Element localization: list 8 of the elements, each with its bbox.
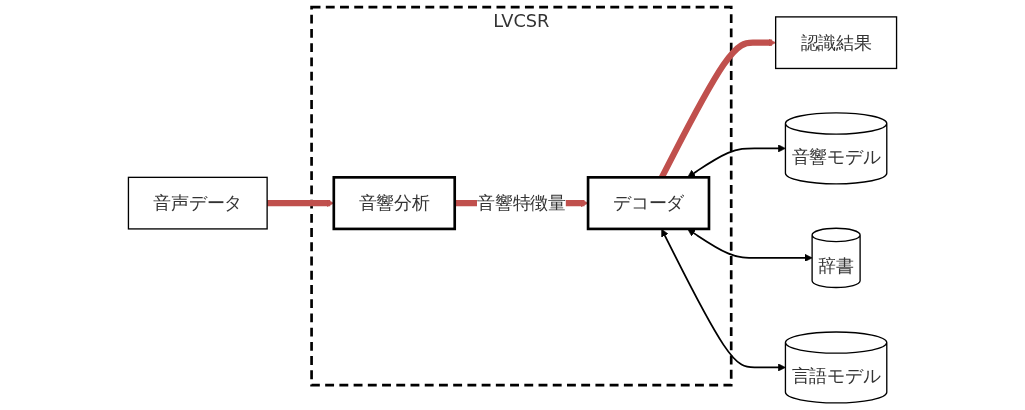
node-box: デコーダ [586,176,711,231]
arrow [687,144,786,178]
arrow [661,228,786,372]
node-box: 音響分析 [332,176,457,231]
edge-label: 音響特徴量 [476,192,566,214]
node-box: 音声データ [127,176,268,230]
node-box: 認識結果 [775,16,898,70]
arrow [687,228,813,262]
